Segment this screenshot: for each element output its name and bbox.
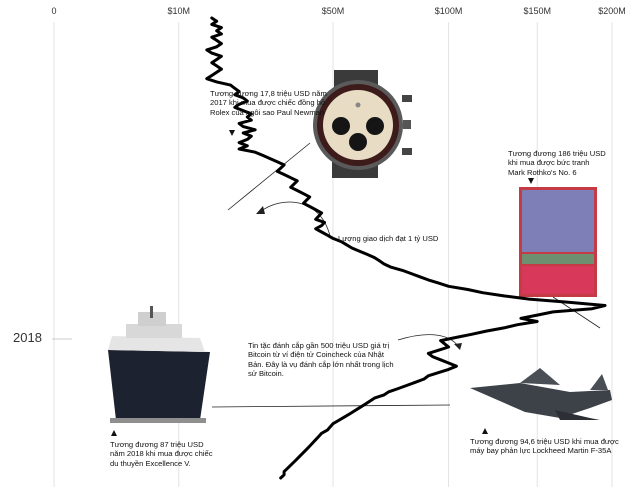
annotation-jet: Tương đương 94,6 triệu USD khi mua được … [470, 437, 619, 456]
annotation-coincheck: Tin tặc đánh cắp gần 500 triệu USD giá t… [248, 341, 394, 378]
marker-rothko [528, 178, 534, 184]
x-tick-label: $10M [168, 6, 191, 16]
annotation-rothko: Tương đương 186 triệu USD khi mua được b… [508, 149, 606, 177]
annotation-billion: Lượng giao dịch đạt 1 tỷ USD [338, 234, 439, 243]
x-tick-label: $50M [322, 6, 345, 16]
annotation-yacht: Tương đương 87 triệu USD năm 2018 khi mu… [110, 440, 213, 468]
marker-rolex [229, 130, 235, 136]
rothko-painting-icon [519, 187, 597, 297]
x-tick-label: $100M [435, 6, 463, 16]
bitcoin-volume-line [205, 16, 607, 480]
x-tick-label: 0 [51, 6, 56, 16]
year-label: 2018 [13, 330, 42, 345]
annotation-rolex: Tương đương 17,8 triệu USD năm 2017 khi … [210, 89, 327, 117]
jet-icon [470, 368, 612, 420]
annotation-connectors [211, 142, 601, 408]
yacht-icon [108, 306, 210, 423]
marker-jet [482, 428, 488, 434]
x-tick-label: $150M [523, 6, 551, 16]
x-tick-labels: 0 $10M $50M $100M $150M $200M [51, 6, 625, 16]
x-tick-label: $200M [598, 6, 626, 16]
marker-yacht [111, 430, 117, 436]
rolex-watch-icon [313, 70, 412, 178]
